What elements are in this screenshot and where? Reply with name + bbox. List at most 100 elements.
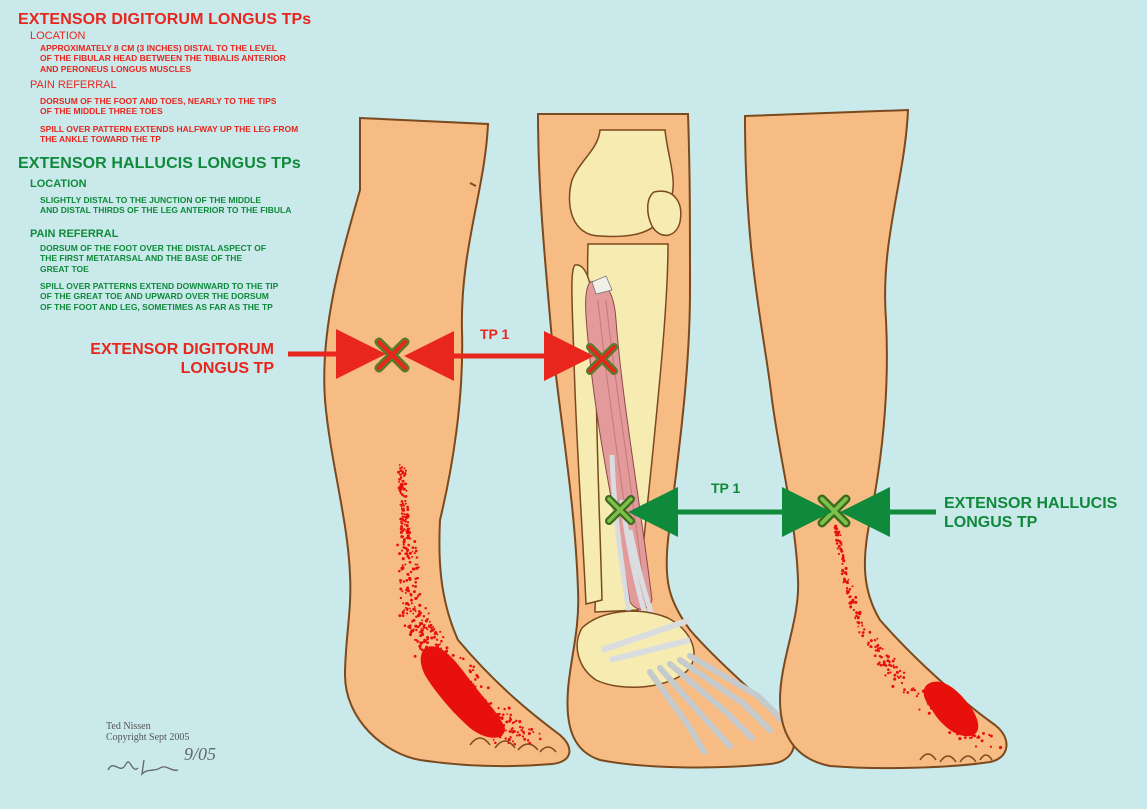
spillover-dot [498, 735, 502, 739]
spillover-dot [504, 729, 507, 732]
spillover-dot [418, 610, 421, 613]
spillover-dot [839, 547, 843, 551]
spillover-dot [434, 662, 438, 666]
spillover-dot [961, 731, 965, 735]
spillover-dot [460, 693, 463, 696]
spillover-dot [402, 507, 405, 510]
spillover-dot [416, 567, 419, 570]
spillover-dot [396, 543, 399, 547]
spillover-dot [432, 650, 436, 653]
spillover-dot [416, 625, 420, 629]
spillover-dot [971, 734, 974, 737]
spillover-dot [508, 719, 511, 723]
spillover-dot [445, 646, 449, 650]
spillover-dot [856, 616, 860, 619]
spillover-dot [434, 677, 438, 680]
spillover-dot [398, 473, 401, 476]
spillover-dot [429, 630, 433, 633]
spillover-dot [409, 537, 412, 540]
spillover-dot [455, 689, 458, 692]
spillover-dot [843, 578, 846, 581]
spillover-dot [416, 596, 419, 599]
spillover-dot [950, 720, 953, 723]
spillover-dot [842, 581, 845, 584]
spillover-dot [398, 569, 401, 573]
spillover-dot [861, 631, 865, 634]
spillover-dot [424, 658, 428, 661]
spillover-dot [405, 607, 409, 611]
spillover-dot [851, 598, 855, 602]
spillover-dot [836, 547, 839, 550]
spillover-dot [927, 711, 931, 715]
spillover-dot [461, 707, 464, 711]
right-leg [743, 108, 1008, 770]
spillover-dot [973, 734, 977, 738]
spillover-dot [925, 699, 929, 702]
spillover-dot [876, 647, 880, 651]
spillover-dot [401, 518, 404, 521]
spillover-dot [966, 732, 969, 735]
spillover-dot [857, 625, 860, 628]
spillover-dot [988, 733, 991, 737]
spillover-dot [952, 721, 955, 724]
spillover-dot [407, 543, 411, 547]
spillover-dot [398, 614, 402, 618]
spillover-dot [502, 713, 505, 716]
spillover-dot [447, 698, 451, 702]
spillover-dot [882, 663, 886, 667]
spillover-dot [405, 588, 408, 592]
spillover-dot [404, 563, 407, 566]
spillover-dot [402, 535, 404, 538]
spillover-dot [490, 708, 494, 712]
spillover-dot [518, 733, 521, 737]
spillover-dot [893, 677, 897, 681]
spillover-dot [434, 667, 438, 670]
spillover-dot [398, 552, 402, 556]
spillover-dot [509, 713, 513, 717]
spillover-dot [476, 716, 479, 719]
spillover-dot [426, 641, 429, 645]
spillover-dot [481, 696, 484, 700]
spillover-dot [400, 476, 403, 480]
foot-bones [647, 653, 787, 755]
ehl-tp-label: EXTENSOR HALLUCIS LONGUS TP [944, 495, 1118, 531]
spillover-dot [887, 668, 890, 672]
spillover-dot [409, 609, 412, 613]
spillover-dot [453, 664, 457, 668]
spillover-dot [445, 660, 449, 664]
spillover-dot [835, 542, 839, 545]
spillover-dot [400, 525, 404, 529]
spillover-dot [399, 587, 403, 591]
spillover-dot [453, 706, 456, 709]
spillover-dot [936, 711, 940, 715]
spillover-dot [413, 552, 416, 555]
spillover-dot [903, 688, 906, 691]
spillover-dot [402, 480, 404, 483]
spillover-dot [917, 692, 920, 695]
spillover-dot [399, 503, 402, 506]
spillover-dot [409, 570, 413, 574]
spillover-dot [953, 710, 956, 713]
spillover-dot [873, 654, 877, 658]
spillover-dot [408, 626, 412, 630]
spillover-dot [433, 675, 436, 678]
spillover-dot [427, 664, 431, 668]
spillover-dot [411, 629, 415, 633]
spillover-dot [845, 590, 849, 593]
spillover-dot [450, 677, 453, 680]
edl-spill-text: SPILL OVER PATTERN EXTENDS HALFWAY UP TH… [40, 124, 299, 145]
spillover-dot [518, 720, 522, 724]
spillover-dot [431, 670, 435, 673]
spillover-dot [414, 624, 418, 628]
spillover-dot [406, 508, 410, 511]
spillover-dot [520, 728, 523, 732]
spillover-dot [849, 600, 853, 604]
spillover-dot [442, 635, 445, 639]
spillover-dot [406, 536, 410, 540]
spillover-dot [439, 643, 441, 645]
spillover-dot [477, 712, 481, 716]
spillover-dot [434, 678, 438, 682]
spillover-dot [406, 586, 410, 590]
spillover-dot [836, 531, 839, 534]
spillover-dot [471, 683, 475, 686]
